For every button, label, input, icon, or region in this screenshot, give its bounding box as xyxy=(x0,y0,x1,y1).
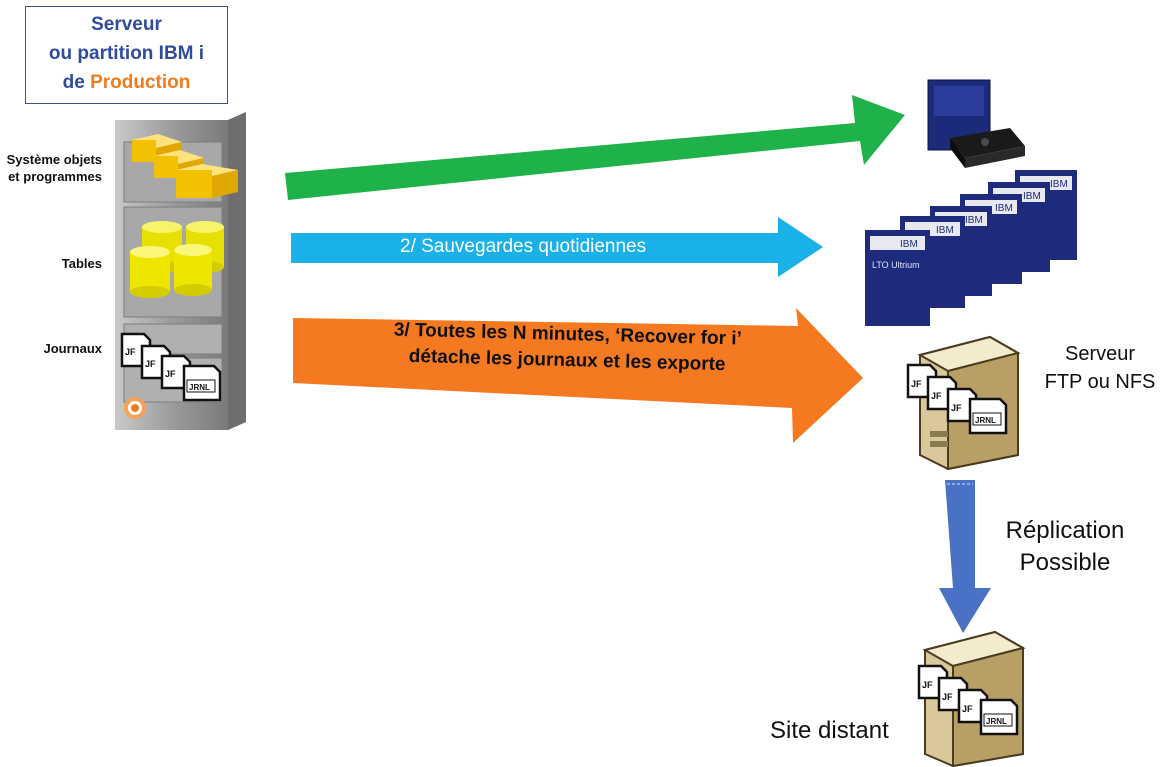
title-line-3: de Production xyxy=(62,72,191,93)
tape-brand-text-1: IBM xyxy=(1050,179,1068,190)
ftp-server-label-line-2: FTP ou NFS xyxy=(1044,371,1156,393)
production-server-title: Serveur ou partition IBM i de Production xyxy=(25,6,228,104)
remote-server-icon: JF JF JF JRNL xyxy=(917,630,1026,767)
remote-partial-file-1: JF xyxy=(922,680,933,690)
ftp-server-label-line-1: Serveur xyxy=(1064,343,1136,365)
title-line-2: ou partition IBM i xyxy=(48,43,205,64)
svg-text:JF: JF xyxy=(165,369,176,379)
tape-brand-text-4: IBM xyxy=(965,215,983,226)
svg-text:JRNL: JRNL xyxy=(189,383,210,392)
ftp-partial-file-1: JF xyxy=(911,379,922,389)
arrow-system-backup xyxy=(285,95,905,200)
replication-arrow xyxy=(939,480,991,633)
system-objects-boxes xyxy=(132,134,238,198)
tape-brand-text-3: IBM xyxy=(995,203,1013,214)
tables-label: Tables xyxy=(61,256,102,271)
tape-drive-icon xyxy=(927,79,1025,168)
production-highlight: Production xyxy=(90,72,191,93)
tape-model-text: LTO Ultrium xyxy=(872,260,920,270)
ftp-server-label: Serveur FTP ou NFS xyxy=(1040,340,1160,396)
remote-partial-file-2: JF xyxy=(942,692,953,702)
journals-label: Journaux xyxy=(43,341,102,356)
tables-cylinders xyxy=(130,221,224,298)
ftp-jrnl-file: JRNL xyxy=(975,416,996,425)
replication-label: Réplication Possible xyxy=(980,515,1150,579)
recover-logo-icon xyxy=(124,397,146,419)
svg-text:JF: JF xyxy=(125,347,136,357)
production-server-rack: JF JF JF JRNL xyxy=(115,112,246,430)
title-line-1: Serveur xyxy=(91,14,162,35)
journal-files-icon: JF JF JF JRNL xyxy=(120,332,222,402)
tape-brand-text-5: IBM xyxy=(936,225,954,236)
remote-partial-file-3: JF xyxy=(962,704,973,714)
ftp-server-icon: JF JF JF JRNL xyxy=(906,335,1021,470)
system-label: Système objets et programmes xyxy=(6,152,102,184)
arrow-2-label: 2/ Sauvegardes quotidiennes xyxy=(400,236,647,257)
replication-label-line-1: Réplication xyxy=(1005,517,1125,544)
remote-site-label: Site distant xyxy=(770,717,889,744)
tape-brand-text-2: IBM xyxy=(1023,191,1041,202)
svg-text:JF: JF xyxy=(145,359,156,369)
tape-cartridges-icon: IBM IBM IBM IBM IBM IBM LTO Ultrium xyxy=(865,170,1077,326)
arrow-daily-backup xyxy=(291,217,823,277)
arrow-journal-export xyxy=(293,308,863,443)
ftp-partial-file-2: JF xyxy=(931,391,942,401)
ftp-partial-file-3: JF xyxy=(951,403,962,413)
tape-brand-text-6: IBM xyxy=(900,239,918,250)
remote-jrnl-file: JRNL xyxy=(986,717,1007,726)
replication-label-line-2: Possible xyxy=(1019,549,1111,576)
